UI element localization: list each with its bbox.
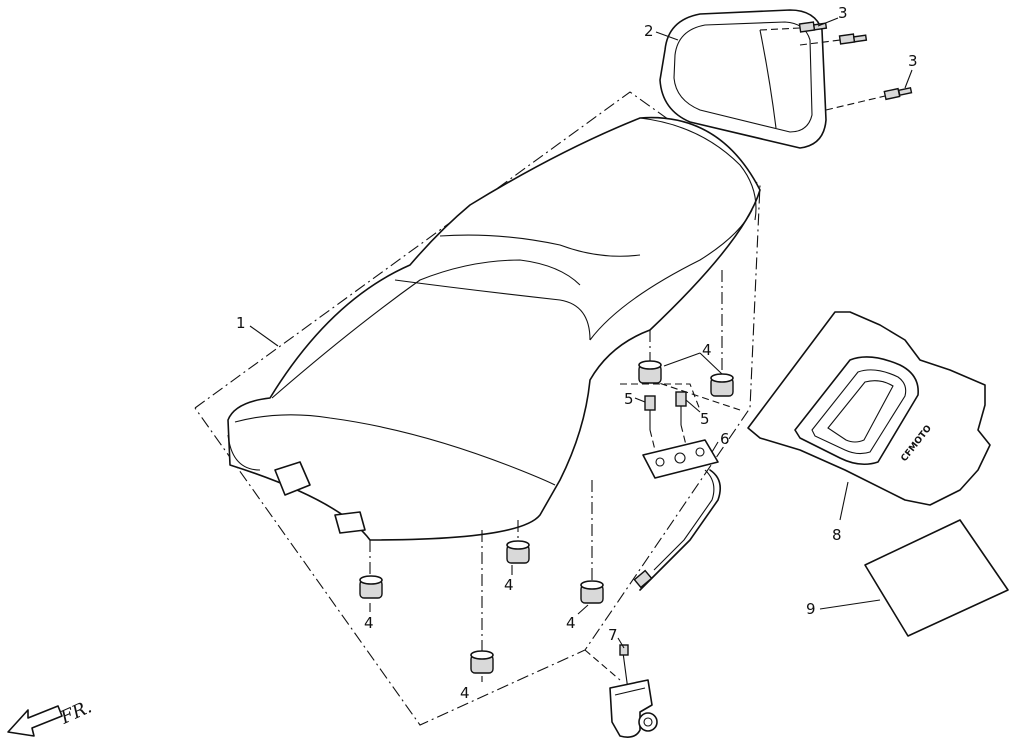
- label-damper-front-left: 4: [364, 614, 374, 632]
- label-damper-rear-mid: 4: [566, 614, 576, 632]
- damper: [470, 650, 494, 674]
- label-bracket: 6: [720, 430, 730, 448]
- label-damper-rear-right: 4: [702, 341, 712, 359]
- direction-label: FR.: [57, 696, 95, 729]
- cover: CFMOTO: [747, 311, 991, 506]
- screws: [644, 391, 687, 451]
- lock: [584, 644, 658, 738]
- leaders: [249, 17, 913, 682]
- label-backrest: 2: [644, 22, 654, 40]
- part-numbers: 1 2 3 3 4 4 4 4 4 5 5 6 7 8 9: [236, 4, 918, 702]
- bolt-lower: [825, 86, 913, 111]
- front-arrow-icon: [7, 705, 63, 737]
- damper-leaders: [369, 270, 723, 655]
- label-screw-right: 5: [700, 410, 710, 428]
- damper: [580, 580, 604, 604]
- label-sheet: 9: [806, 600, 816, 618]
- label-lock-screw: 7: [608, 626, 618, 644]
- label-bolt-upper: 3: [838, 4, 848, 22]
- bolts-upper: [759, 21, 868, 46]
- damper: [359, 575, 383, 599]
- backrest: [659, 9, 827, 149]
- bracket: [633, 439, 721, 591]
- label-damper-front-mid: 4: [460, 684, 470, 702]
- label-damper-front-right: 4: [504, 576, 514, 594]
- label-cover: 8: [832, 526, 842, 544]
- sheet: [864, 519, 1009, 637]
- damper: [638, 360, 662, 384]
- label-screw-left: 5: [624, 390, 634, 408]
- dampers: [359, 360, 734, 674]
- front-direction: FR.: [7, 696, 95, 737]
- assembly-boundary: [194, 91, 761, 726]
- seat: [227, 116, 761, 541]
- label-bolt-lower: 3: [908, 52, 918, 70]
- label-seat: 1: [236, 314, 246, 332]
- damper: [710, 373, 734, 397]
- damper: [506, 540, 530, 564]
